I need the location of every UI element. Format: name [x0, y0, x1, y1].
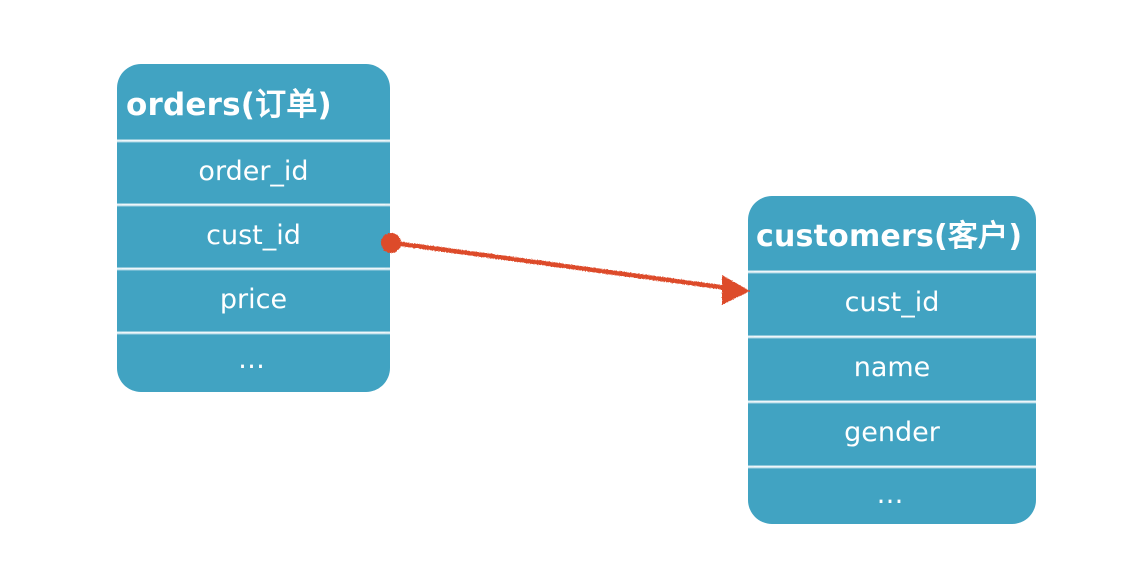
er-field-label: name [853, 352, 931, 383]
er-table-orders-field-price[interactable]: price [117, 267, 390, 331]
row-divider-line [117, 139, 390, 143]
er-table-customers[interactable]: customers(客户) cust_id name gender … [748, 196, 1036, 524]
er-table-orders-field-order-id[interactable]: order_id [117, 139, 390, 203]
er-table-customers-title: customers(客户) [756, 219, 1023, 254]
row-divider-line [748, 335, 1036, 339]
er-table-orders-field-ellipsis[interactable]: … [117, 331, 390, 390]
er-table-customers-field-ellipsis[interactable]: … [748, 465, 1036, 524]
er-field-label: price [219, 283, 288, 315]
er-field-label: cust_id [844, 287, 940, 318]
er-table-orders-title: orders(订单) [126, 87, 332, 123]
er-table-customers-field-name[interactable]: name [748, 335, 1036, 400]
er-table-customers-field-gender[interactable]: gender [748, 400, 1036, 465]
row-divider-line [117, 203, 390, 207]
er-field-label: gender [844, 417, 940, 448]
er-table-orders-field-cust-id[interactable]: cust_id [117, 203, 390, 267]
row-divider-line [117, 267, 390, 271]
relationship-arrowhead-icon [722, 275, 750, 305]
row-divider-line [748, 400, 1036, 404]
row-divider-line [748, 465, 1036, 469]
er-table-customers-field-cust-id[interactable]: cust_id [748, 270, 1036, 335]
er-field-label: … [876, 478, 908, 510]
er-table-orders[interactable]: orders(订单) order_id cust_id price … [117, 64, 390, 392]
row-divider-line [748, 270, 1036, 274]
relationship-line-highlight [396, 242, 738, 291]
er-field-label: cust_id [206, 219, 301, 251]
relationship-line [391, 240, 745, 293]
er-field-label: order_id [198, 155, 309, 187]
row-divider-line [117, 331, 390, 335]
er-field-label: … [238, 344, 269, 376]
